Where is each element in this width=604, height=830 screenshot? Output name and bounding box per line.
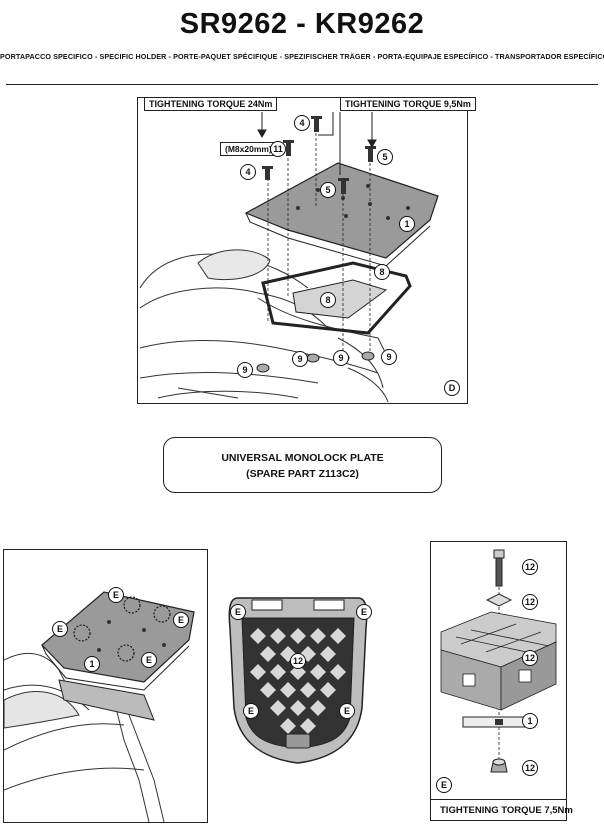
diagram-e-left-panel: [3, 549, 208, 823]
callout-e-right-12d: 12: [522, 760, 538, 776]
callout-d-4b: 4: [240, 164, 256, 180]
callout-d-9b: 9: [333, 350, 349, 366]
page-subtitle: PORTAPACCO SPECIFICO - SPECIFIC HOLDER -…: [0, 52, 604, 61]
diagram-e-left-illustration: [4, 591, 195, 822]
monolock-plate-illustration: [228, 597, 368, 764]
torque-label-7-5nm: TIGHTENING TORQUE 7,5Nm: [440, 805, 573, 816]
callout-d-5a: 5: [377, 149, 393, 165]
callout-e-left-e2: E: [52, 621, 68, 637]
diagram-d-illustration: [139, 116, 439, 403]
callout-d-1: 1: [399, 216, 415, 232]
callout-e-left-e4: E: [141, 652, 157, 668]
panel-letter-e: E: [436, 777, 452, 793]
callout-d-8a: 8: [374, 264, 390, 280]
callout-d-4a: 4: [294, 115, 310, 131]
callout-e-right-12a: 12: [522, 559, 538, 575]
callout-d-9d: 9: [237, 362, 253, 378]
torque-divider-e: [430, 799, 567, 801]
torque-label-24nm: TIGHTENING TORQUE 24Nm: [144, 97, 278, 111]
torque-label-9-5nm: TIGHTENING TORQUE 9,5Nm: [340, 97, 476, 111]
callout-d-9a: 9: [292, 351, 308, 367]
panel-letter-d: D: [444, 380, 460, 396]
header-divider: [6, 84, 598, 85]
callout-d-9c: 9: [381, 349, 397, 365]
page-title: SR9262 - KR9262: [179, 8, 425, 40]
callout-d-11: 11: [270, 141, 286, 157]
bolt-size-label: (M8x20mm): [220, 142, 277, 156]
callout-plate-e3: E: [243, 703, 259, 719]
monolock-line-1: UNIVERSAL MONOLOCK PLATE: [221, 452, 384, 464]
callout-d-5b: 5: [320, 182, 336, 198]
callout-plate-e2: E: [356, 604, 372, 620]
monolock-plate-label: UNIVERSAL MONOLOCK PLATE (SPARE PART Z11…: [163, 437, 442, 493]
callout-plate-12: 12: [290, 653, 306, 669]
callout-d-8b: 8: [320, 292, 336, 308]
callout-e-left-e1: E: [108, 587, 124, 603]
callout-e-right-1: 1: [522, 713, 538, 729]
callout-e-right-12c: 12: [522, 650, 538, 666]
callout-e-right-12b: 12: [522, 594, 538, 610]
callout-e-left-1: 1: [84, 656, 100, 672]
callout-plate-e4: E: [339, 703, 355, 719]
diagram-e-right-illustration: [440, 549, 557, 773]
monolock-line-2: (SPARE PART Z113C2): [246, 468, 359, 480]
callout-e-left-e3: E: [173, 612, 189, 628]
diagram-e-right-panel: [430, 541, 567, 821]
callout-plate-e1: E: [230, 604, 246, 620]
